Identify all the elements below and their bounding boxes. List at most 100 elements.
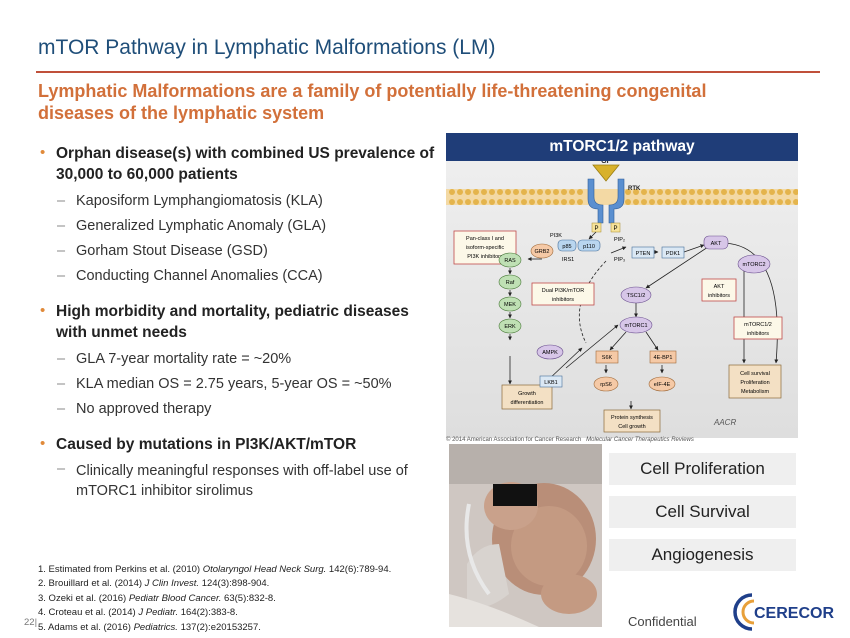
node-tsc: TSC1/2 (620, 286, 652, 304)
node-mtorc2: mTORC2 (737, 254, 771, 274)
bullet-dot-icon: • (40, 435, 46, 452)
svg-text:LKB1: LKB1 (544, 380, 557, 386)
svg-text:Cell growth: Cell growth (618, 424, 646, 430)
slide-subtitle: Lymphatic Malformations are a family of … (38, 81, 707, 123)
svg-text:4E-BP1: 4E-BP1 (654, 355, 673, 361)
svg-text:Cell survival: Cell survival (740, 371, 770, 377)
svg-text:PIP₂: PIP₂ (614, 237, 625, 243)
svg-text:AKT: AKT (711, 241, 722, 247)
outcome-cell-proliferation: Cell Proliferation (609, 453, 796, 485)
copyright-text: © 2014 American Association for Cancer R… (446, 437, 582, 443)
svg-text:GF: GF (601, 158, 611, 165)
sub-item-text: Kaposiform Lymphangiomatosis (KLA) (76, 193, 323, 209)
node-s6k: S6K (595, 350, 619, 364)
svg-text:RTK: RTK (628, 186, 641, 192)
mtorc-inhibitor-box: mTORC1/2 inhibitors (733, 316, 783, 340)
bullet-dot-icon: • (40, 302, 46, 319)
outcome-cell-survival: Cell Survival (609, 496, 796, 528)
akt-inhibitor-box: AKT inhibitors (701, 278, 737, 302)
journal-name: Molecular Cancer Therapeutics Reviews (586, 437, 694, 443)
title-divider (36, 71, 820, 73)
node-eif4e: eIF-4E (648, 376, 676, 392)
sub-item-text: No approved therapy (76, 401, 212, 417)
svg-text:PIP₃: PIP₃ (614, 257, 625, 263)
phospho-sites: P P (591, 222, 621, 233)
svg-text:PI3K: PI3K (550, 233, 562, 239)
sub-item-text: GLA 7-year mortality rate = ~20% (76, 351, 292, 367)
sub-list: –GLA 7-year mortality rate = ~20% –KLA m… (56, 347, 440, 422)
ref-authors: 5. Adams et al. (2016) (38, 621, 134, 633)
dash-icon: – (57, 461, 66, 477)
node-akt: AKT (703, 235, 729, 250)
bullet-dot-icon: • (40, 144, 46, 161)
aacr-mark: AACR (713, 418, 736, 427)
svg-text:mTORC1/2: mTORC1/2 (744, 322, 772, 328)
sub-item-text: Clinically meaningful responses with off… (76, 463, 408, 499)
node-rps6: rpS6 (593, 376, 619, 392)
reference-item: 1. Estimated from Perkins et al. (2010) … (38, 563, 391, 577)
sub-item: –KLA median OS = 2.75 years, 5-year OS =… (56, 372, 440, 397)
svg-text:Protein synthesis: Protein synthesis (611, 415, 653, 421)
bullet-item: • High morbidity and mortality, pediatri… (40, 301, 440, 422)
svg-text:PDK1: PDK1 (666, 251, 680, 257)
svg-text:p85: p85 (562, 244, 571, 250)
patient-photo (449, 444, 602, 627)
svg-text:mTORC1: mTORC1 (624, 323, 647, 329)
node-raf: Raf (498, 274, 522, 290)
svg-text:AMPK: AMPK (542, 350, 558, 356)
sub-item: –Conducting Channel Anomalies (CCA) (56, 264, 440, 289)
bullet-text: Orphan disease(s) with combined US preva… (56, 145, 435, 183)
ref-authors: 3. Ozeki et al. (2016) (38, 592, 129, 604)
svg-text:mTORC2: mTORC2 (742, 262, 765, 268)
ref-journal: J Clin Invest. (144, 578, 200, 590)
cell-survival-box: Cell survival Proliferation Metabolism (728, 364, 782, 399)
sub-item: –No approved therapy (56, 397, 440, 422)
bullet-item: • Orphan disease(s) with combined US pre… (40, 143, 440, 289)
svg-text:Pan-class I and: Pan-class I and (466, 236, 504, 242)
reference-item: 5. Adams et al. (2016) Pediatrics. 137(2… (38, 621, 391, 635)
sub-item-text: Gorham Stout Disease (GSD) (76, 243, 268, 259)
svg-text:S6K: S6K (602, 355, 613, 361)
dash-icon: – (57, 351, 66, 367)
cerecor-logo: CERECOR (733, 593, 834, 631)
slide-title: mTOR Pathway in Lymphatic Malformations … (38, 36, 496, 59)
logo-arc-blue (733, 593, 753, 631)
svg-text:inhibitors: inhibitors (747, 331, 769, 337)
rtk-receptor: RTK (587, 178, 641, 224)
pathway-arrows (508, 231, 779, 410)
bullet-list: • Orphan disease(s) with combined US pre… (40, 143, 440, 501)
sub-list: –Kaposiform Lymphangiomatosis (KLA) –Gen… (56, 189, 440, 289)
sub-list: –Clinically meaningful responses with of… (56, 459, 440, 501)
reference-item: 2. Brouillard et al. (2014) J Clin Inves… (38, 577, 391, 591)
ref-journal: J Pediatr. (138, 607, 179, 619)
dash-icon: – (57, 243, 66, 259)
dual-inhibitor-box: Dual PI3K/mTOR inhibitors (531, 282, 595, 306)
node-pip2: PIP₂ (614, 237, 625, 243)
node-erk: ERK (498, 318, 522, 334)
bullet-text: Caused by mutations in PI3K/AKT/mTOR (56, 436, 357, 453)
svg-text:p110: p110 (583, 244, 595, 250)
node-mtorc1: mTORC1 (619, 316, 653, 334)
svg-text:inhibitors: inhibitors (552, 297, 574, 303)
reference-item: 3. Ozeki et al. (2016) Pediatr Blood Can… (38, 592, 391, 606)
logo-arc-orange (741, 599, 755, 625)
svg-text:P: P (613, 226, 617, 232)
node-p85: p85 (557, 239, 577, 252)
protein-synthesis-box: Protein synthesis Cell growth (603, 409, 661, 433)
sub-item: –Generalized Lymphatic Anomaly (GLA) (56, 214, 440, 239)
svg-text:Dual PI3K/mTOR: Dual PI3K/mTOR (542, 288, 584, 294)
sub-item: –GLA 7-year mortality rate = ~20% (56, 347, 440, 372)
growth-differentiation-box: Growth differentiation (501, 384, 553, 410)
ref-journal: Otolaryngol Head Neck Surg. (202, 564, 327, 575)
dash-icon: – (57, 218, 66, 234)
ref-volume: 124(3):898-904. (199, 578, 270, 590)
ref-authors: 2. Brouillard et al. (2014) (38, 578, 145, 590)
sub-item: –Clinically meaningful responses with of… (56, 459, 440, 501)
sub-item: –Kaposiform Lymphangiomatosis (KLA) (56, 189, 440, 214)
ref-authors: 4. Croteau et al. (2014) (38, 607, 139, 619)
svg-text:differentiation: differentiation (511, 400, 544, 406)
node-pten: PTEN (631, 246, 655, 259)
ref-journal: Pediatr Blood Cancer. (128, 592, 222, 604)
page-number: 22| (24, 617, 38, 628)
svg-text:TSC1/2: TSC1/2 (627, 293, 646, 299)
